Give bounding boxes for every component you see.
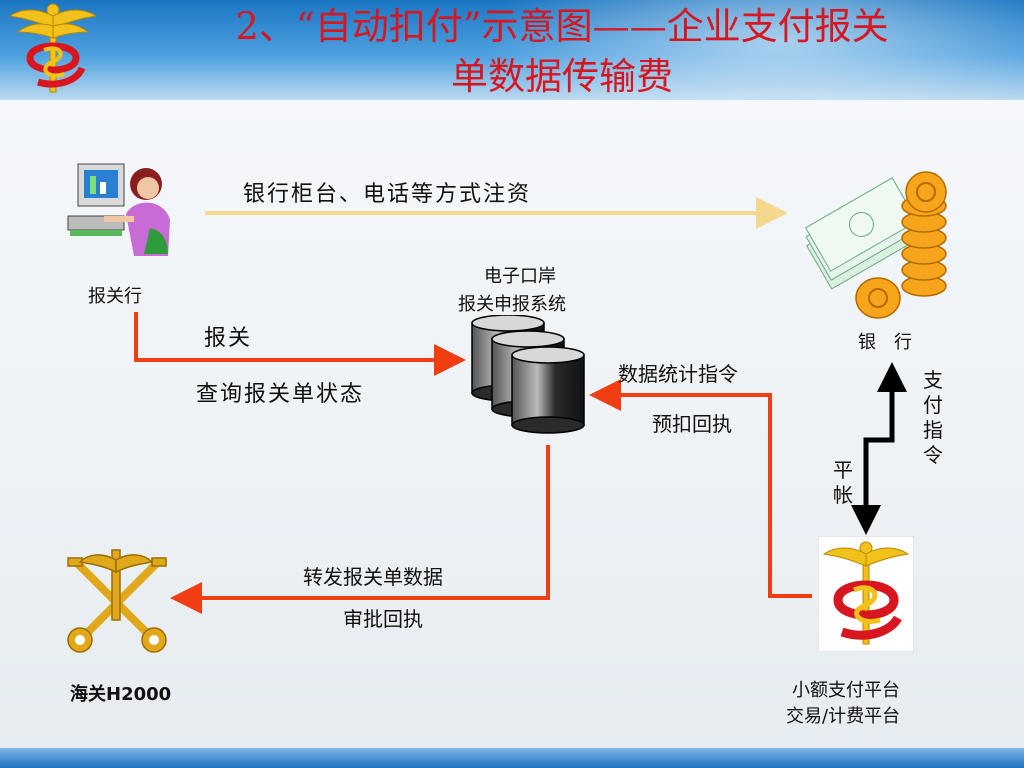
data-stats-instruction-label: 数据统计指令 <box>618 362 738 386</box>
customs-label: 海关H2000 <box>70 684 172 705</box>
header-glow <box>480 0 1024 100</box>
payment-platform-label-line1: 小额支付平台 <box>792 680 900 701</box>
reconcile-label: 平帐 <box>833 458 853 507</box>
approval-receipt-label: 审批回执 <box>343 607 423 631</box>
port-system-label-line1: 电子口岸 <box>484 266 556 287</box>
query-status-label: 查询报关单状态 <box>196 382 365 407</box>
page-title: 2、“自动扣付”示意图——企业支付报关 单数据传输费 <box>100 2 1024 100</box>
stats-instruction-arrow <box>589 379 812 598</box>
broker-label: 报关行 <box>88 286 142 307</box>
prededuct-receipt-label: 预扣回执 <box>652 412 732 436</box>
payment-instruction-label: 支付指令 <box>923 368 943 467</box>
bank-money-icon <box>804 171 947 319</box>
declare-label: 报关 <box>204 326 253 351</box>
payment-platform-emblem-icon <box>818 536 914 652</box>
footer-bar <box>0 748 1024 768</box>
broker-computer-icon <box>67 163 170 256</box>
customs-keys-icon <box>67 549 167 653</box>
deposit-label: 银行柜台、电话等方式注资 <box>243 182 532 207</box>
port-system-label-line2: 报关申报系统 <box>458 294 566 315</box>
header-banner: 2、“自动扣付”示意图——企业支付报关 单数据传输费 <box>0 0 1024 100</box>
title-line-2: 单数据传输费 <box>451 55 673 98</box>
title-line-1: 2、“自动扣付”示意图——企业支付报关 <box>235 5 889 48</box>
forward-data-label: 转发报关单数据 <box>303 565 443 589</box>
customs-emblem-icon <box>8 3 98 93</box>
payment-platform-label-line2: 交易/计费平台 <box>786 706 901 727</box>
database-icon <box>471 315 585 434</box>
forward-data-arrow <box>170 445 550 614</box>
bank-label: 银 行 <box>858 332 912 353</box>
payment-instruction-arrow <box>863 362 907 525</box>
declare-arrow <box>134 312 466 376</box>
